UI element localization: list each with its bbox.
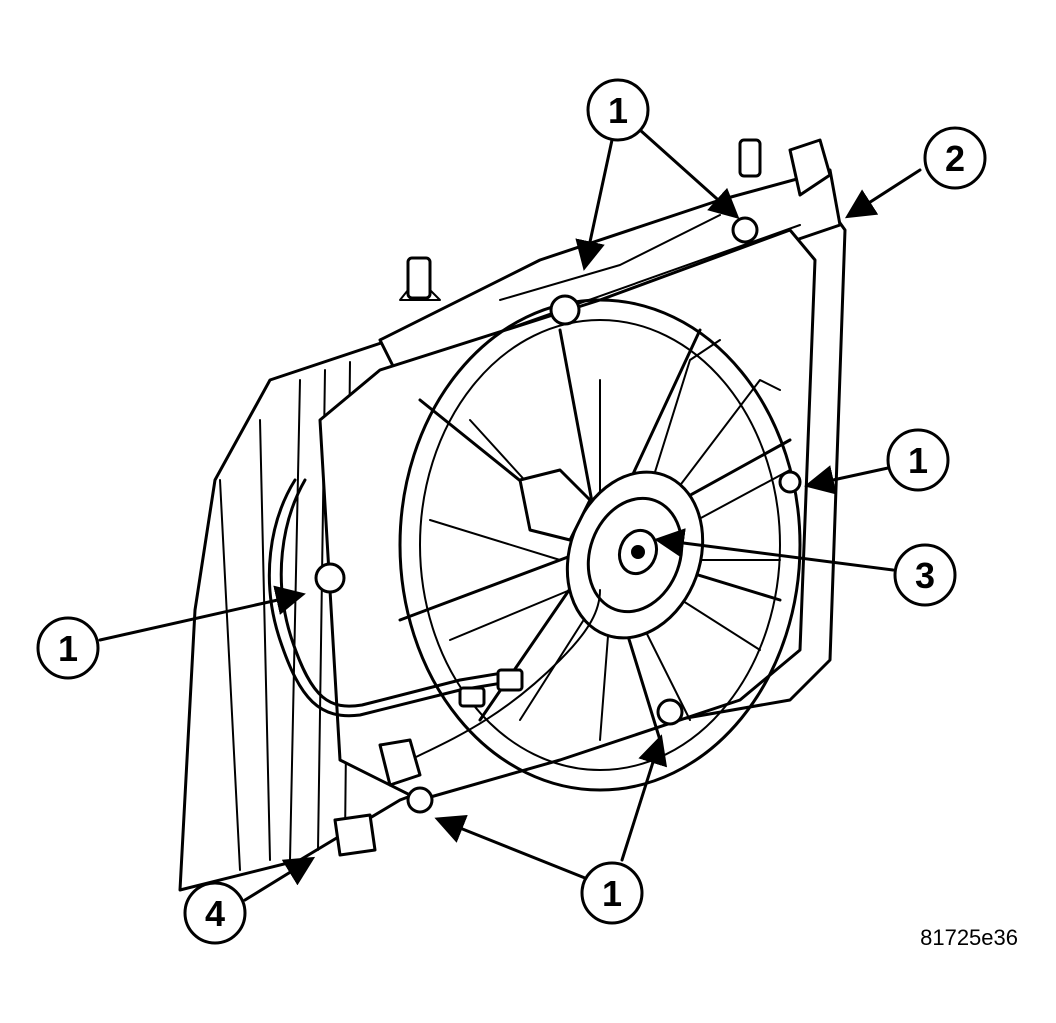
callout-label: 1 bbox=[602, 873, 622, 914]
bolt-lower-right bbox=[656, 698, 684, 726]
callout-label: 2 bbox=[945, 138, 965, 179]
arrow-1-bottom-a bbox=[620, 734, 668, 862]
callout-label: 1 bbox=[908, 440, 928, 481]
bolt-top-left bbox=[549, 294, 581, 326]
bolt-top-right bbox=[731, 216, 759, 244]
callout-left-1: 1 bbox=[36, 616, 100, 680]
bolt-right bbox=[778, 470, 802, 494]
callout-top-1: 1 bbox=[586, 78, 650, 142]
callout-3: 3 bbox=[893, 543, 957, 607]
arrow-1-top-a bbox=[575, 138, 614, 271]
callout-label: 3 bbox=[915, 555, 935, 596]
callout-label: 1 bbox=[58, 628, 78, 669]
arrow-1-left bbox=[98, 585, 306, 642]
callout-label: 1 bbox=[608, 90, 628, 131]
arrow-3 bbox=[654, 528, 895, 572]
bolt-left bbox=[314, 562, 346, 594]
bolt-lower-left bbox=[406, 786, 434, 814]
callout-label: 4 bbox=[205, 893, 225, 934]
callout-2: 2 bbox=[923, 126, 987, 190]
arrow-2 bbox=[844, 168, 922, 219]
callout-4: 4 bbox=[183, 881, 247, 945]
transmission-cooler-lines bbox=[267, 478, 524, 718]
wiring-harness bbox=[333, 589, 601, 857]
mounting-bolts bbox=[314, 216, 802, 814]
callout-bottom-1: 1 bbox=[580, 861, 644, 925]
leader-arrows bbox=[98, 128, 922, 902]
fan-motor bbox=[518, 468, 705, 640]
callout-right-1: 1 bbox=[886, 428, 950, 492]
arrow-1-bottom-b bbox=[434, 814, 592, 882]
arrow-1-right bbox=[804, 465, 890, 495]
arrow-1-top-b bbox=[638, 128, 740, 220]
figure-id: 81725e36 bbox=[920, 925, 1018, 950]
arrow-4 bbox=[243, 856, 316, 902]
